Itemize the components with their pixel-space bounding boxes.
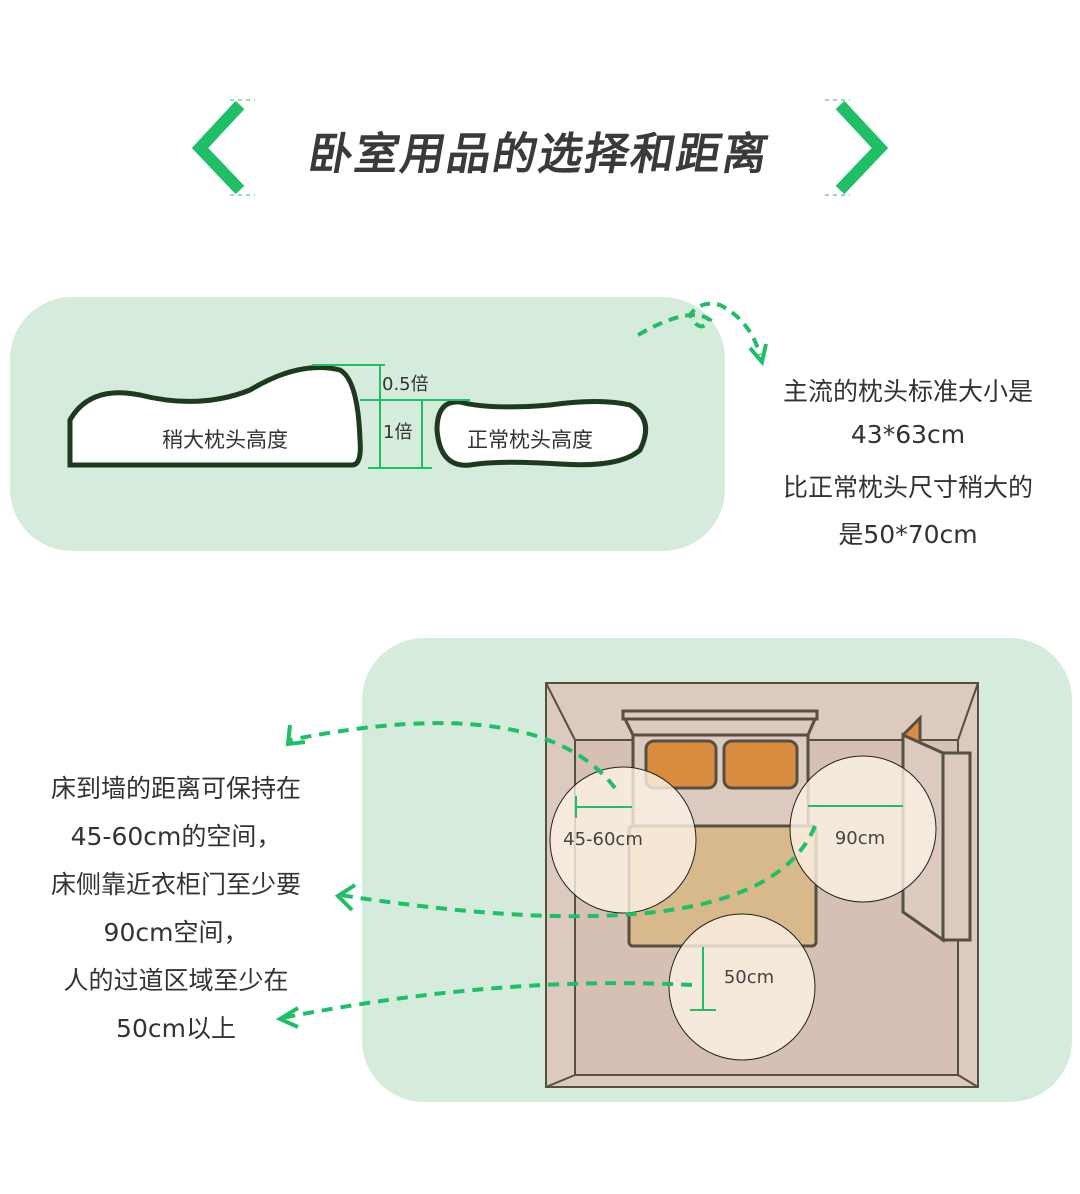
normal-pillow-label: 正常枕头高度 — [467, 428, 593, 452]
layout-desc-line: 人的过道区域至少在 — [63, 966, 289, 995]
one-height-label: 1倍 — [383, 422, 413, 443]
layout-desc-line: 50cm以上 — [116, 1014, 236, 1043]
height-dimension-lines — [312, 364, 470, 469]
pillow-panel — [10, 297, 725, 551]
normal-pillow — [434, 399, 649, 468]
aisle-distance-label: 50cm — [723, 967, 775, 988]
pillow-desc-line: 43*63cm — [850, 420, 966, 449]
right-chevron-icon — [825, 99, 889, 196]
pillow-right — [722, 739, 799, 790]
large-pillow-label: 稍大枕头高度 — [162, 428, 288, 452]
pillow-desc-line: 比正常枕头尺寸稍大的 — [782, 473, 1034, 502]
half-height-label: 0.5倍 — [382, 374, 429, 395]
pillow-desc-line: 是50*70cm — [838, 520, 978, 549]
distance-circles — [549, 755, 937, 1061]
pillow-desc-line: 主流的枕头标准大小是 — [782, 377, 1034, 406]
left-chevron-icon — [191, 99, 255, 196]
page-title: 卧室用品的选择和距离 — [304, 129, 774, 180]
large-pillow — [67, 365, 363, 468]
wardrobe-distance-label: 90cm — [834, 828, 886, 849]
layout-arrows — [281, 721, 817, 1020]
layout-desc-line: 45-60cm的空间， — [70, 822, 282, 851]
pillow-left — [644, 739, 718, 790]
distance-lines — [575, 796, 903, 1011]
layout-desc-line: 床侧靠近衣柜门至少要 — [50, 870, 302, 899]
layout-desc-line: 床到墙的距离可保持在 — [50, 774, 302, 803]
bed-wall-distance-label: 45-60cm — [563, 829, 643, 850]
layout-desc-line: 90cm空间， — [103, 918, 249, 947]
pillow-arrow — [637, 301, 762, 356]
